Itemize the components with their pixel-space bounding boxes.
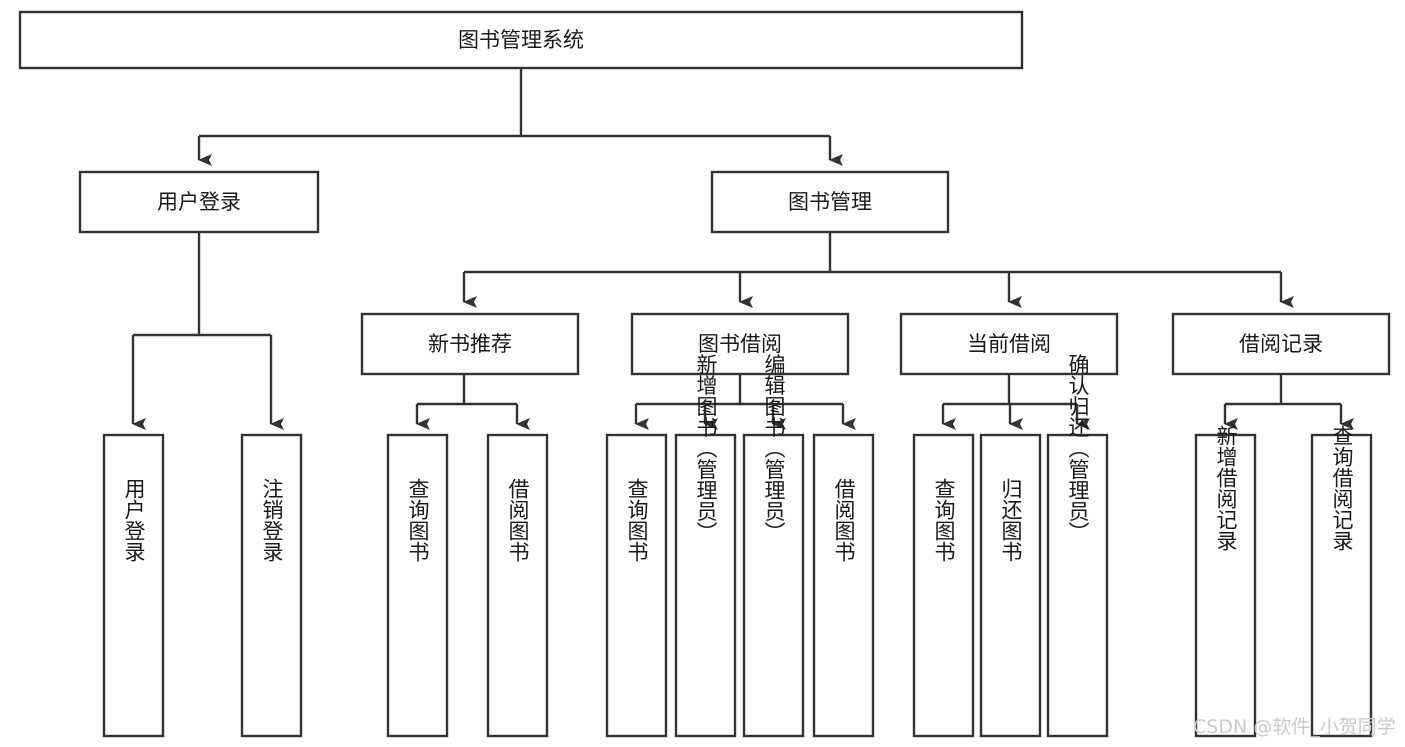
node-user-login[interactable]: 用户登录 (78, 170, 320, 234)
node-leaf-bo-edit-book-label: 编辑图书（管理员） (762, 354, 786, 543)
connector-layer (131, 68, 1354, 430)
node-leaf-cu-return-book-box[interactable] (979, 433, 1042, 738)
node-leaf-logout-label: 注销登录 (260, 478, 284, 562)
node-leaf-cu-return-book-label: 归还图书 (999, 478, 1023, 562)
node-leaf-bo-add-book-box[interactable] (674, 433, 737, 738)
node-book-borrow[interactable]: 图书借阅 (630, 312, 850, 376)
node-leaf-re-query-record[interactable]: 查询借阅记录 (1310, 425, 1373, 738)
node-leaf-re-add-record-label: 新增借阅记录 (1214, 425, 1238, 551)
node-borrow-record-box[interactable] (1171, 312, 1391, 376)
node-book-borrow-box[interactable] (630, 312, 850, 376)
node-leaf-bo-borrow-book-box[interactable] (812, 433, 875, 738)
node-leaf-bo-query-book-box[interactable] (605, 433, 668, 738)
node-new-book-recommend[interactable]: 新书推荐 (360, 312, 580, 376)
node-leaf-re-add-record-box[interactable] (1194, 433, 1257, 738)
node-leaf-nb-borrow-book[interactable]: 借阅图书 (486, 433, 549, 738)
node-borrow-record-label: 借阅记录 (1239, 332, 1323, 356)
node-leaf-nb-query-book-label: 查询图书 (406, 478, 430, 562)
node-current-borrow[interactable]: 当前借阅 (899, 312, 1119, 376)
node-leaf-cu-confirm-return-box[interactable] (1046, 433, 1109, 738)
node-leaf-cu-query-book-box[interactable] (912, 433, 975, 738)
node-user-login-label: 用户登录 (157, 190, 241, 214)
node-leaf-nb-query-book-box[interactable] (386, 433, 449, 738)
node-leaf-nb-borrow-book-box[interactable] (486, 433, 549, 738)
node-leaf-bo-borrow-book[interactable]: 借阅图书 (812, 433, 875, 738)
node-book-manage[interactable]: 图书管理 (710, 170, 950, 234)
node-leaf-bo-edit-book-box[interactable] (742, 433, 805, 738)
node-leaf-bo-borrow-book-label: 借阅图书 (832, 478, 856, 562)
node-current-borrow-box[interactable] (899, 312, 1119, 376)
node-leaf-re-add-record[interactable]: 新增借阅记录 (1194, 425, 1257, 738)
csdn-watermark: CSDN @软件_小贺同学 (1193, 716, 1396, 738)
node-new-book-recommend-box[interactable] (360, 312, 580, 376)
node-leaf-user-login-label: 用户登录 (122, 478, 146, 562)
node-leaf-bo-query-book-label: 查询图书 (625, 478, 649, 562)
node-book-manage-label: 图书管理 (788, 190, 872, 214)
node-leaf-bo-add-book[interactable]: 新增图书（管理员） (674, 354, 737, 738)
node-leaf-bo-query-book[interactable]: 查询图书 (605, 433, 668, 738)
node-book-manage-box[interactable] (710, 170, 950, 234)
node-leaf-nb-borrow-book-label: 借阅图书 (506, 478, 530, 562)
node-leaf-cu-return-book[interactable]: 归还图书 (979, 433, 1042, 738)
node-leaf-nb-query-book[interactable]: 查询图书 (386, 433, 449, 738)
node-leaf-cu-confirm-return[interactable]: 确认归还（管理员） (1046, 354, 1109, 738)
node-leaf-re-query-record-label: 查询借阅记录 (1330, 425, 1354, 551)
node-new-book-recommend-label: 新书推荐 (428, 332, 512, 356)
node-root[interactable]: 图书管理系统 (18, 10, 1024, 70)
node-current-borrow-label: 当前借阅 (967, 332, 1051, 356)
node-leaf-bo-edit-book[interactable]: 编辑图书（管理员） (742, 354, 805, 738)
node-leaf-cu-confirm-return-label: 确认归还（管理员） (1066, 354, 1090, 543)
node-root-label: 图书管理系统 (458, 28, 584, 52)
node-root-box[interactable] (18, 10, 1024, 70)
node-leaf-cu-query-book[interactable]: 查询图书 (912, 433, 975, 738)
node-leaf-bo-add-book-label: 新增图书（管理员） (694, 354, 718, 543)
node-leaf-cu-query-book-label: 查询图书 (932, 478, 956, 562)
node-leaf-logout[interactable]: 注销登录 (240, 433, 303, 738)
node-leaf-logout-box[interactable] (240, 433, 303, 738)
node-leaf-re-query-record-box[interactable] (1310, 433, 1373, 738)
node-leaf-user-login[interactable]: 用户登录 (102, 433, 165, 738)
node-leaf-user-login-box[interactable] (102, 433, 165, 738)
node-user-login-box[interactable] (78, 170, 320, 234)
node-book-borrow-label: 图书借阅 (698, 332, 782, 356)
node-borrow-record[interactable]: 借阅记录 (1171, 312, 1391, 376)
